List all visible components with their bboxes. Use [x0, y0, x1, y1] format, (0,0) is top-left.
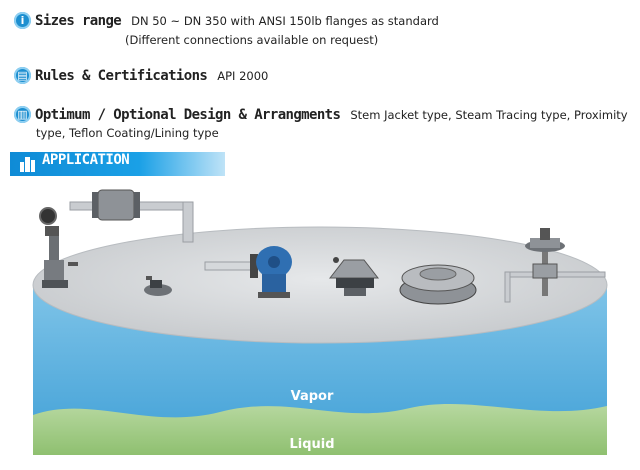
application-title: APPLICATION	[42, 152, 130, 168]
spec-title: Optimum / Optional Design & Arrangments	[35, 107, 341, 123]
spec-value: DN 50 ~ DN 350 with ANSI 150lb flanges a…	[131, 14, 439, 28]
breather-valve-icon	[144, 276, 172, 296]
document-icon: ▥	[14, 106, 31, 123]
manhole-cover-icon	[399, 264, 477, 305]
spec-sizes-range: i Sizes range DN 50 ~ DN 350 with ANSI 1…	[14, 12, 439, 30]
application-banner	[10, 152, 225, 176]
spec-value-continued: type, Teflon Coating/Lining type	[36, 126, 219, 140]
vapor-label: Vapor	[291, 389, 334, 404]
gauge-hatch-icon	[39, 207, 78, 288]
spec-title: Sizes range	[35, 13, 122, 29]
pressure-vacuum-valve-icon	[204, 246, 292, 298]
spec-value: API 2000	[217, 69, 269, 83]
spec-optional-design: ▥ Optimum / Optional Design & Arrangment…	[14, 106, 628, 124]
storage-tank-illustration: Vapor Liquid	[32, 189, 608, 455]
tank-liquid-zone	[33, 403, 607, 455]
vent-icon	[328, 257, 380, 296]
spec-value: Stem Jacket type, Steam Tracing type, Pr…	[350, 108, 628, 122]
flame-arrester-icon	[69, 189, 194, 243]
certificate-icon: ▤	[14, 67, 31, 84]
regulator-icon	[504, 228, 606, 303]
building-icon	[20, 157, 35, 172]
info-icon: i	[14, 12, 31, 29]
spec-rules-certifications: ▤ Rules & Certifications API 2000	[14, 67, 268, 85]
spec-title: Rules & Certifications	[35, 68, 208, 84]
liquid-label: Liquid	[289, 437, 334, 452]
tank-roof	[32, 226, 608, 344]
spec-note: (Different connections available on requ…	[125, 33, 379, 47]
